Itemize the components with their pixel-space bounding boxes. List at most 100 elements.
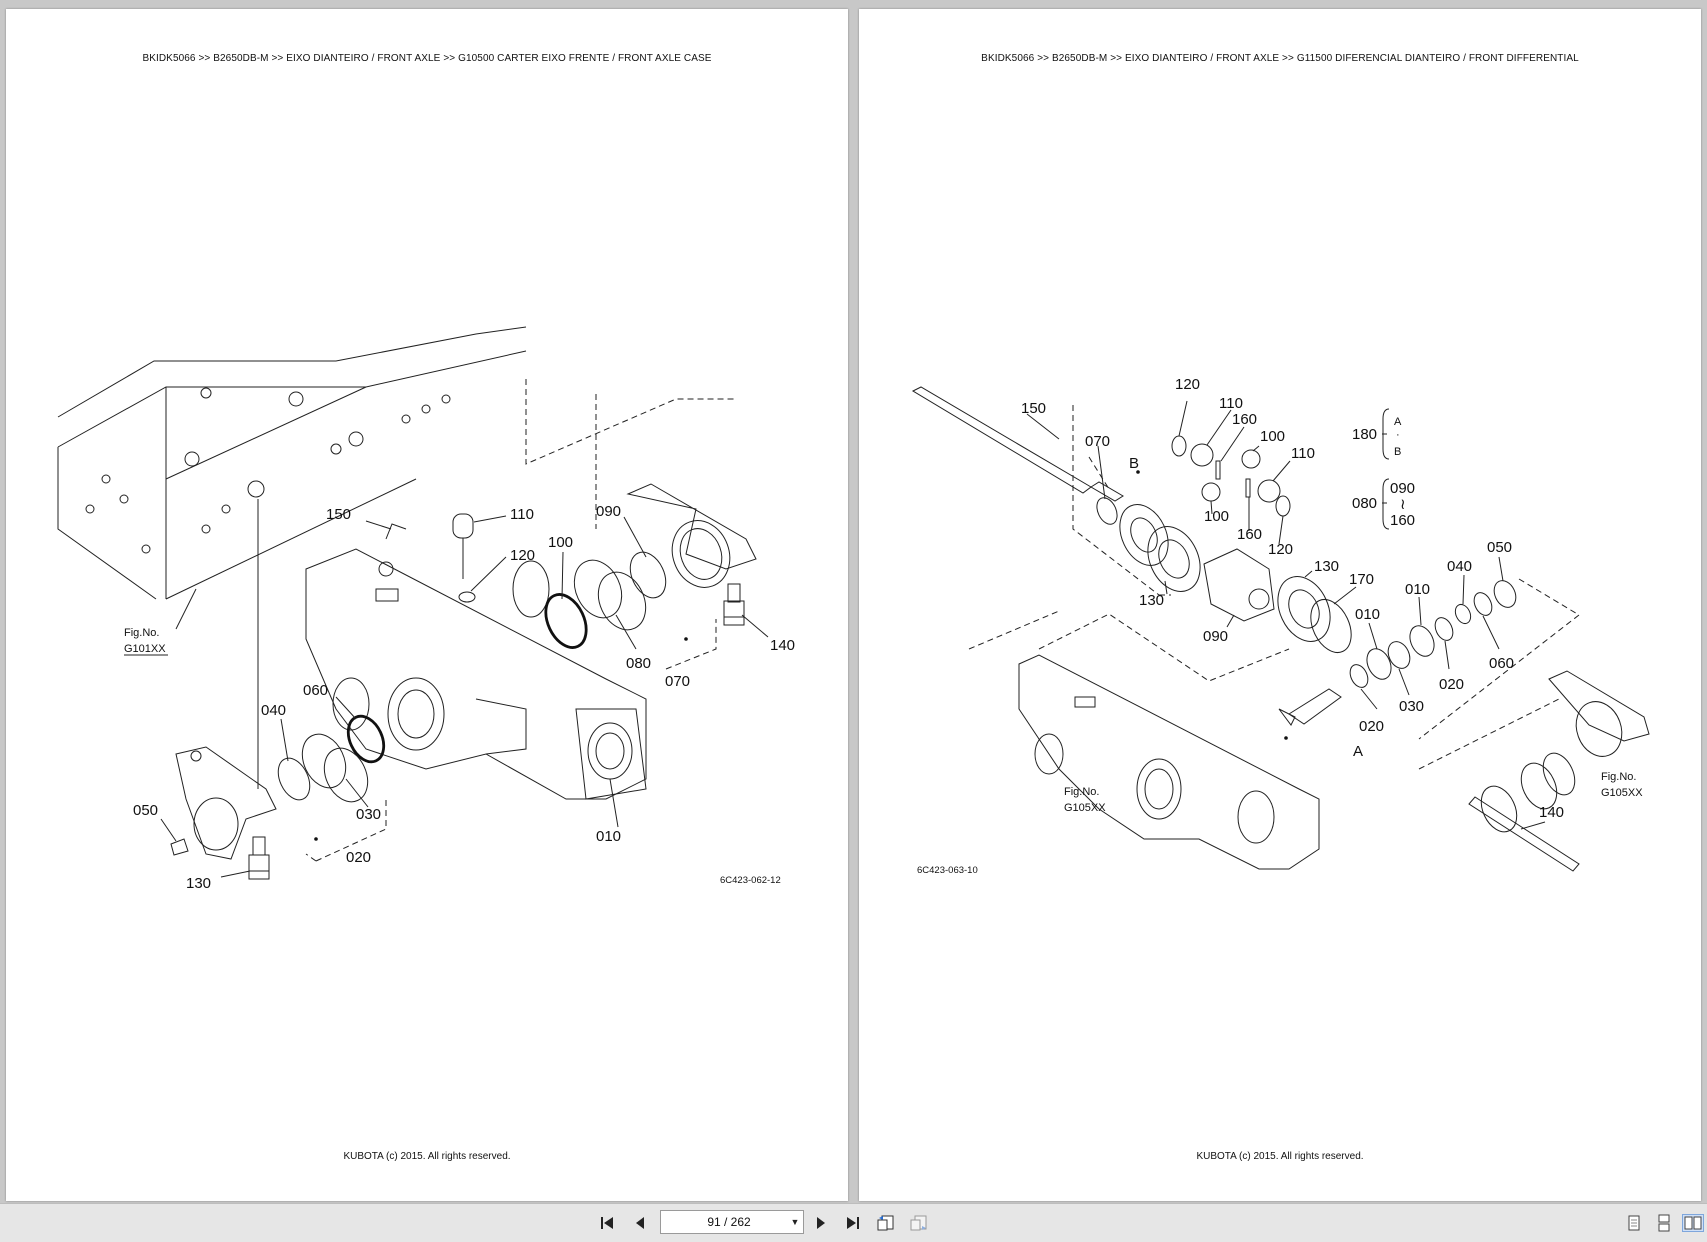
fig-ref-label: Fig.No. bbox=[124, 627, 159, 639]
callout-070: 070 bbox=[665, 673, 690, 690]
page-footer: KUBOTA (c) 2015. All rights reserved. bbox=[343, 1151, 511, 1162]
callout-120: 120 bbox=[510, 547, 535, 564]
chevron-down-icon[interactable]: ▼ bbox=[790, 1217, 800, 1227]
callout-110: 110 bbox=[510, 506, 534, 523]
last-page-button[interactable] bbox=[843, 1214, 863, 1232]
callout-010: 010 bbox=[1355, 606, 1380, 623]
callout-080: 080 bbox=[626, 655, 651, 672]
part-pinion-A bbox=[1278, 688, 1342, 726]
dashed-reference-lines bbox=[968, 405, 1580, 770]
part-110-gear bbox=[1190, 443, 1281, 503]
part-030-bushing bbox=[301, 733, 369, 803]
next-page-icon bbox=[817, 1217, 825, 1229]
part-gear-B bbox=[1119, 504, 1169, 566]
svg-text:180: 180 bbox=[1352, 426, 1377, 443]
part-060-oring bbox=[346, 714, 386, 764]
go-forward-view-button[interactable] bbox=[909, 1214, 929, 1232]
callout-040: 040 bbox=[1447, 558, 1472, 575]
callout-150: 150 bbox=[326, 506, 351, 523]
next-page-button[interactable] bbox=[811, 1214, 831, 1232]
part-120-washer bbox=[1171, 435, 1187, 457]
front-axle-case bbox=[305, 548, 647, 800]
last-page-icon bbox=[847, 1217, 859, 1229]
part-110-plug bbox=[452, 513, 474, 579]
single-page-icon bbox=[1628, 1215, 1640, 1231]
go-back-view-button[interactable] bbox=[876, 1214, 896, 1232]
continuous-view-button[interactable] bbox=[1654, 1214, 1674, 1232]
part-050-grease-nipple bbox=[170, 838, 189, 856]
part-020-shim bbox=[1349, 664, 1369, 688]
single-page-view-button[interactable] bbox=[1624, 1214, 1644, 1232]
part-090-seal bbox=[629, 551, 667, 599]
callout-150: 150 bbox=[1021, 400, 1046, 417]
callout-030: 030 bbox=[356, 806, 381, 823]
legend-key-180: 180 A · B bbox=[1352, 408, 1402, 460]
svg-text:160: 160 bbox=[1390, 512, 1415, 529]
fig-ref-label-right: Fig.No. bbox=[1601, 771, 1636, 783]
fig-ref-left: G105XX bbox=[1064, 802, 1106, 814]
part-130-bearing-right bbox=[1277, 576, 1331, 642]
part-100-gear bbox=[1201, 449, 1261, 502]
callout-120: 120 bbox=[1175, 376, 1200, 393]
svg-text:080: 080 bbox=[1352, 495, 1377, 512]
callout-160: 160 bbox=[1232, 411, 1257, 428]
fig-ref: G101XX bbox=[124, 643, 166, 655]
part-090-diff-case bbox=[1203, 548, 1275, 622]
part-030-collar bbox=[1387, 641, 1411, 669]
callout-100: 100 bbox=[548, 534, 573, 551]
leader-lines bbox=[160, 515, 769, 878]
callout-100-lower: 100 bbox=[1204, 508, 1229, 525]
first-page-button[interactable] bbox=[598, 1214, 618, 1232]
callout-040: 040 bbox=[261, 702, 286, 719]
previous-page-button[interactable] bbox=[630, 1214, 650, 1232]
svg-text:B: B bbox=[1394, 446, 1401, 458]
page-selector[interactable]: 91 / 262 ▼ bbox=[660, 1210, 804, 1234]
callout-100: 100 bbox=[1260, 428, 1285, 445]
callout-140: 140 bbox=[770, 637, 795, 654]
legend-key-080: 080 090 ≀ 160 bbox=[1352, 478, 1415, 530]
callout-120-lower: 120 bbox=[1268, 541, 1293, 558]
two-page-view-button[interactable] bbox=[1682, 1214, 1704, 1232]
part-160-pin bbox=[1215, 460, 1251, 498]
leader-lines bbox=[1026, 400, 1546, 830]
callout-130: 130 bbox=[1139, 592, 1164, 609]
page-92: BKIDK5066 >> B2650DB-M >> EIXO DIANTEIRO… bbox=[859, 9, 1701, 1201]
part-100-oring bbox=[544, 593, 588, 649]
callout-030: 030 bbox=[1399, 698, 1424, 715]
svg-text:≀: ≀ bbox=[1400, 496, 1406, 513]
page-indicator: 91 / 262 bbox=[707, 1215, 751, 1229]
svg-text:090: 090 bbox=[1390, 480, 1415, 497]
part-070-bracket bbox=[626, 483, 757, 588]
callout-010-right: 010 bbox=[1405, 581, 1430, 598]
callout-090: 090 bbox=[1203, 628, 1228, 645]
viewer-toolbar: 91 / 262 ▼ bbox=[0, 1203, 1707, 1242]
part-040-washer bbox=[1454, 603, 1472, 625]
part-170-seal bbox=[1310, 599, 1352, 653]
callout-130-right: 130 bbox=[1314, 558, 1339, 575]
callout-050: 050 bbox=[1487, 539, 1512, 556]
part-020-bracket bbox=[175, 746, 277, 860]
part-020-shim-right bbox=[1434, 617, 1454, 641]
callout-020-right: 020 bbox=[1439, 676, 1464, 693]
callout-070: 070 bbox=[1085, 433, 1110, 450]
callout-010: 010 bbox=[596, 828, 621, 845]
parts-diagram-front-axle-case: 150 110 120 100 090 140 080 070 060 040 … bbox=[57, 326, 795, 892]
part-080-bushing bbox=[573, 559, 647, 631]
svg-text:A: A bbox=[1394, 416, 1402, 428]
callout-110: 110 bbox=[1219, 395, 1243, 412]
callout-060: 060 bbox=[303, 682, 328, 699]
callout-170: 170 bbox=[1349, 571, 1374, 588]
callout-160-lower: 160 bbox=[1237, 526, 1262, 543]
part-010-bearing bbox=[1366, 625, 1435, 680]
figure-code: 6C423-062-12 bbox=[720, 875, 781, 886]
callout-140: 140 bbox=[1539, 804, 1564, 821]
callout-020: 020 bbox=[346, 849, 371, 866]
page-footer: KUBOTA (c) 2015. All rights reserved. bbox=[1196, 1151, 1364, 1162]
two-page-icon bbox=[1684, 1216, 1702, 1230]
callout-020: 020 bbox=[1359, 718, 1384, 735]
first-page-icon bbox=[601, 1217, 613, 1229]
callout-B: B bbox=[1129, 455, 1139, 472]
callout-050: 050 bbox=[133, 802, 158, 819]
document-viewer[interactable]: BKIDK5066 >> B2650DB-M >> EIXO DIANTEIRO… bbox=[0, 0, 1707, 1203]
part-040-seal bbox=[277, 757, 311, 801]
